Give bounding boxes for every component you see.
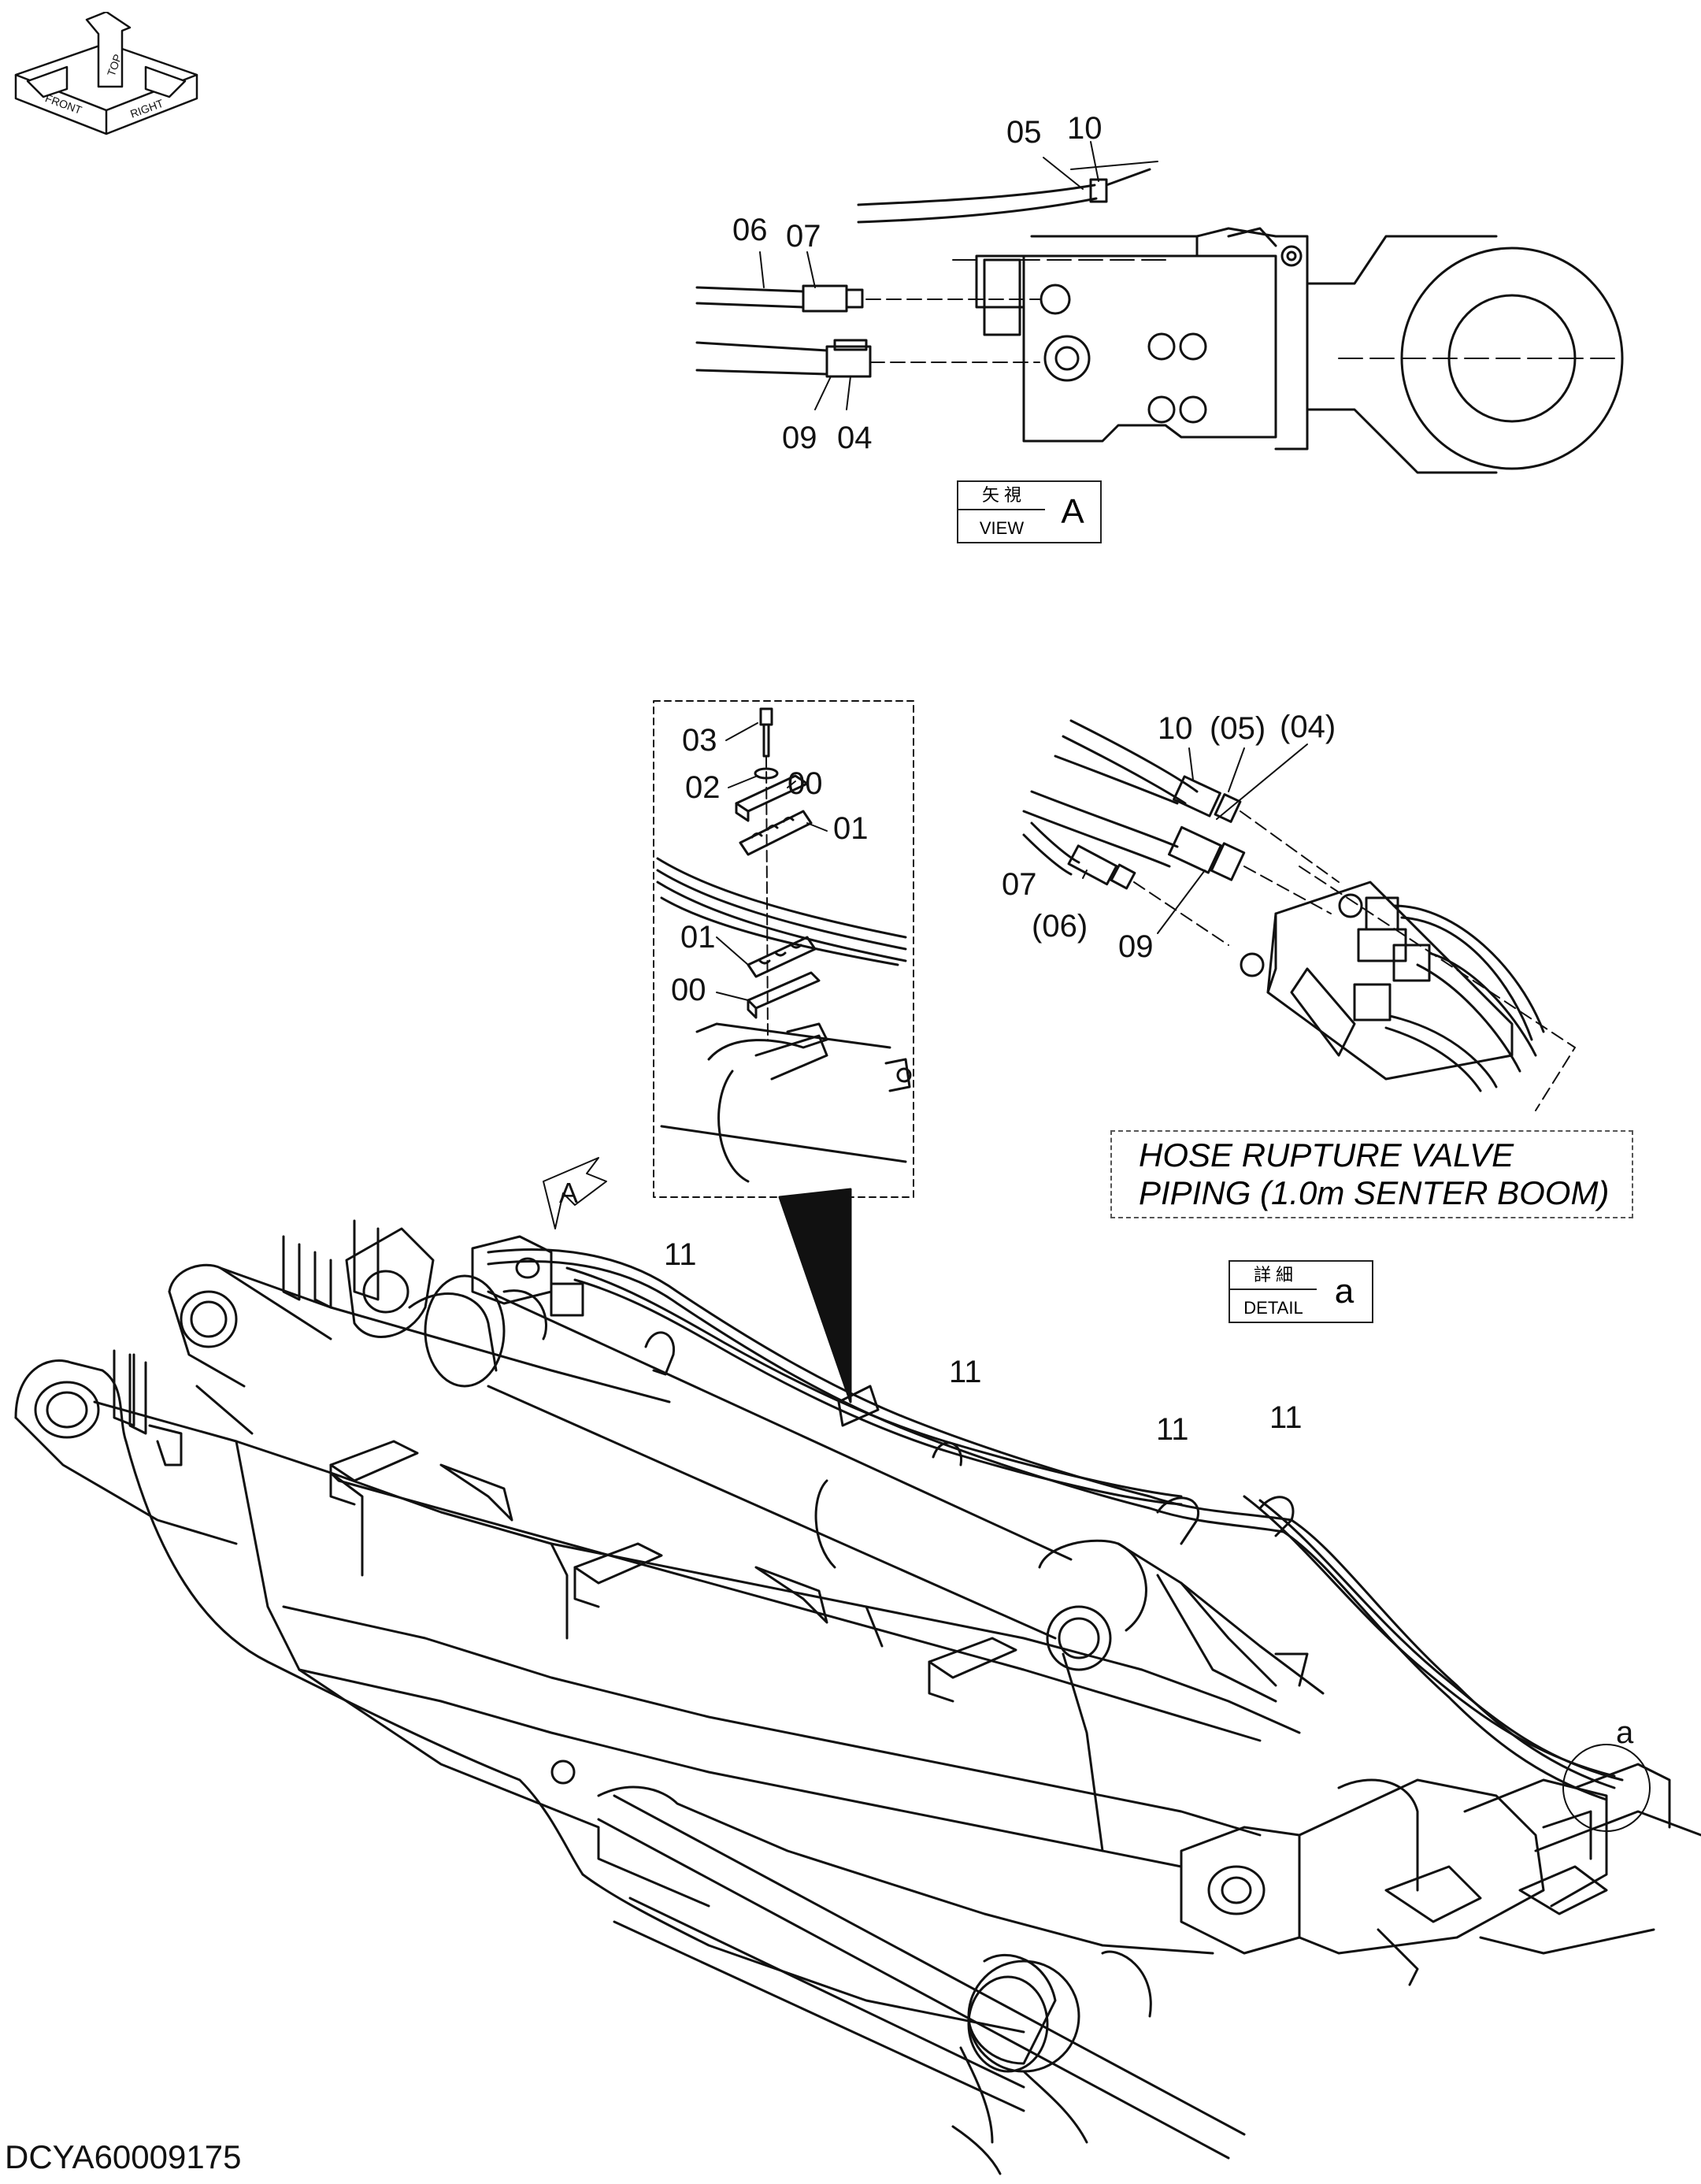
view-a-box: 矢 視 VIEW A — [957, 480, 1102, 543]
callout-06: 06 — [732, 213, 768, 247]
view-a-letter: A — [1061, 492, 1084, 531]
view-a-marker: A — [559, 1177, 579, 1209]
callout-09-detail: 09 — [1118, 929, 1154, 964]
clip-callout-11-3: 11 — [1156, 1412, 1189, 1447]
callout-01-bottom: 01 — [680, 920, 716, 955]
callout-00-bottom: 00 — [671, 973, 706, 1007]
view-a-en-label: VIEW — [979, 518, 1025, 538]
callout-10: 10 — [1067, 111, 1102, 146]
detail-a-drawing — [1022, 719, 1576, 1111]
detail-a-marker: a — [1616, 1715, 1634, 1750]
orientation-compass: TOP FRONT RIGHT — [14, 12, 198, 135]
detail-a-jp-label: 詳 細 — [1230, 1262, 1317, 1290]
view-a-jp-label: 矢 視 — [958, 482, 1045, 510]
view-a-valve-drawing — [695, 161, 1624, 474]
boom-drawing — [14, 1219, 1701, 2175]
callout-07-detail: 07 — [1002, 867, 1037, 902]
callout-00-top: 00 — [788, 766, 823, 801]
callout-10-detail: 10 — [1158, 711, 1193, 746]
detail-a-letter: a — [1334, 1272, 1354, 1311]
callout-09: 09 — [782, 421, 817, 455]
detail-a-box: 詳 細 DETAIL a — [1228, 1260, 1373, 1323]
callout-04-detail: (04) — [1280, 710, 1336, 744]
drawing-code: DCYA60009175 — [5, 2138, 242, 2175]
callout-04: 04 — [837, 421, 873, 455]
detail-title-line2: PIPING (1.0m SENTER BOOM) — [1139, 1174, 1610, 1211]
callout-05-detail: (05) — [1210, 711, 1266, 746]
clip-callout-11-4: 11 — [1269, 1400, 1303, 1435]
callout-01-top: 01 — [833, 811, 869, 846]
clamp-exploded-drawing — [656, 707, 912, 1183]
callout-03: 03 — [682, 723, 717, 758]
callout-02: 02 — [685, 770, 721, 805]
clip-callout-11-1: 11 — [664, 1237, 697, 1272]
clip-callout-11-2: 11 — [949, 1355, 982, 1389]
detail-a-en-label: DETAIL — [1243, 1298, 1303, 1318]
detail-title-box: HOSE RUPTURE VALVE PIPING (1.0m SENTER B… — [1110, 1130, 1633, 1218]
callout-05: 05 — [1006, 115, 1042, 150]
callout-06-detail: (06) — [1032, 909, 1088, 944]
detail-title-line1: HOSE RUPTURE VALVE — [1139, 1136, 1514, 1174]
callout-07: 07 — [786, 219, 821, 254]
